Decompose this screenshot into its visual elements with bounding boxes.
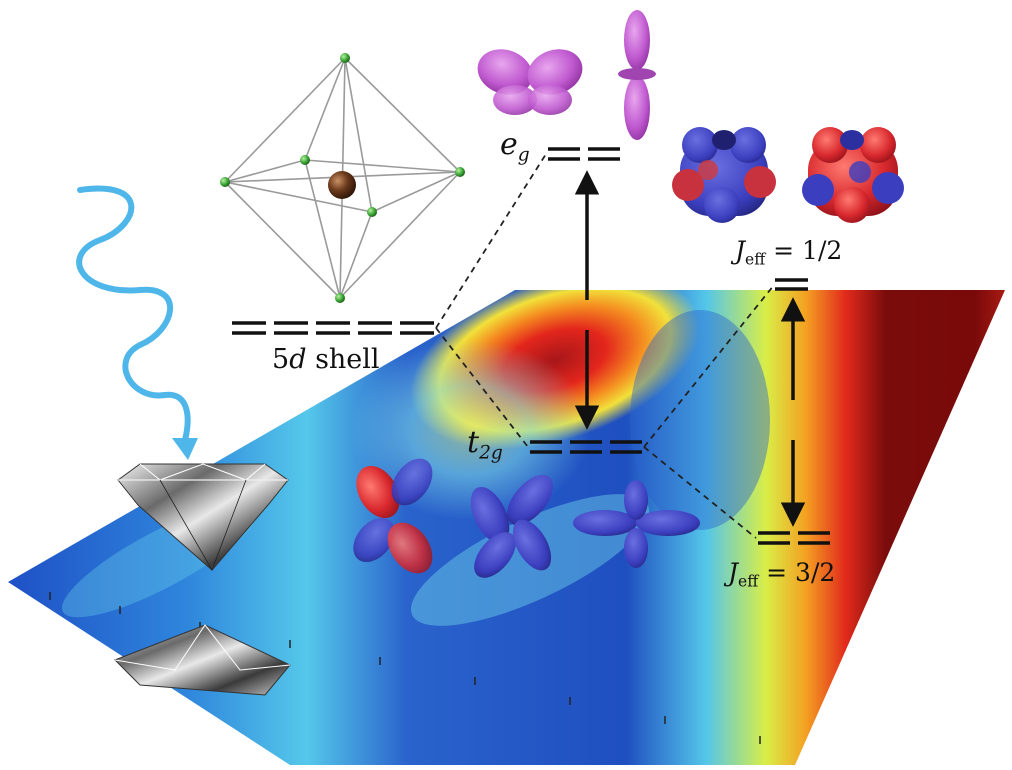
- jeff-orbital-left-icon: [672, 127, 776, 223]
- orbital-icon: [477, 10, 656, 140]
- t2g-orbital-2-icon: [470, 474, 553, 578]
- diamond-lower-icon: [114, 624, 291, 696]
- label-jeff-half: Jeff = 1/2: [735, 236, 843, 269]
- dashed-connectors: [435, 153, 775, 539]
- label-t2g: t2g: [467, 425, 503, 464]
- energy-levels: [232, 147, 830, 545]
- label-jeff-threehalf: Jeff = 3/2: [728, 558, 836, 591]
- t2g-orbital-1-icon: [353, 458, 433, 574]
- octahedron-icon: [220, 53, 465, 303]
- diamond-icon: [117, 463, 289, 571]
- level-jeff-half: [775, 278, 808, 291]
- label-eg: eg: [500, 127, 530, 166]
- jeff-orbital-right-icon: [802, 127, 904, 223]
- level-jeff-threehalf: [758, 531, 830, 545]
- t2g-orbital-3-icon: [573, 480, 700, 568]
- level-eg: [548, 147, 620, 161]
- eg-orbital-dx2y2: [477, 49, 583, 115]
- level-5d: [232, 321, 434, 335]
- level-t2g: [530, 440, 642, 454]
- axis-ticks: [49, 592, 761, 744]
- photon-icon: [76, 185, 198, 460]
- label-5d-shell: 5d shell: [272, 344, 380, 375]
- eg-orbital-dz2: [618, 10, 656, 140]
- transition-arrows: [574, 170, 806, 527]
